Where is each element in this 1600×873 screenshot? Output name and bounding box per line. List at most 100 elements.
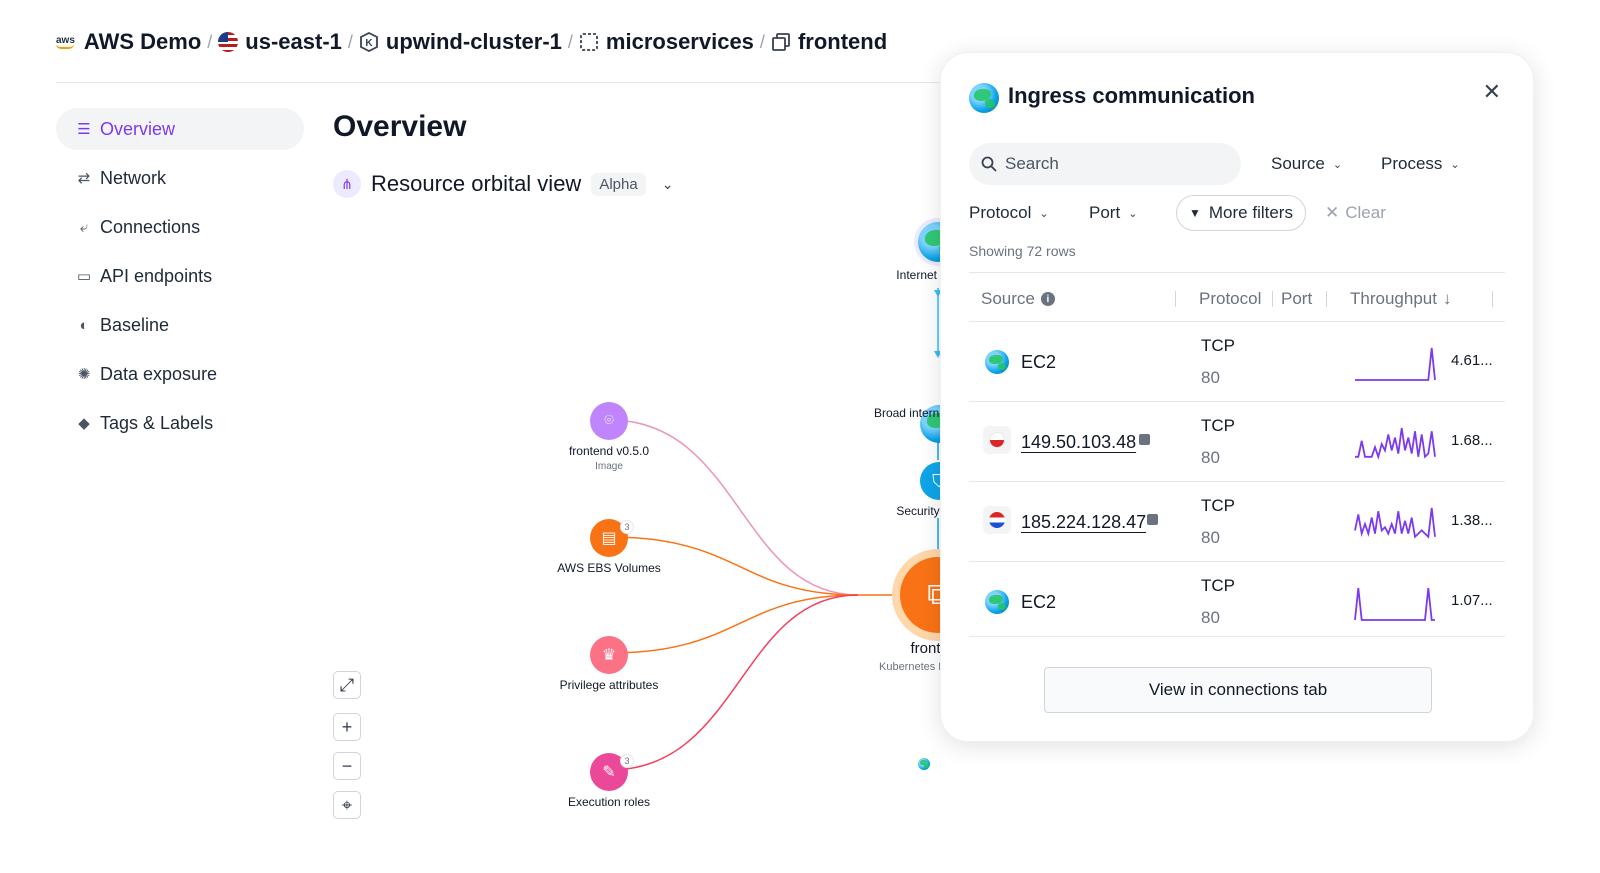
api-icon: ▭ [76, 268, 92, 285]
row-source-link[interactable]: 185.224.128.47 [1021, 512, 1147, 532]
breadcrumb-cluster-label: upwind-cluster-1 [385, 29, 562, 54]
view-in-connections-button[interactable]: View in connections tab [1044, 667, 1432, 713]
table-row[interactable]: EC2 TCP 80 1.07... [969, 561, 1505, 637]
column-separator [1272, 291, 1273, 307]
sidebar-item-label: Overview [100, 118, 176, 139]
breadcrumb-separator: / [347, 31, 353, 52]
namespace-icon [580, 33, 598, 51]
protocol-filter-label: Protocol [969, 203, 1032, 222]
breadcrumb-account[interactable]: aws AWS Demo [56, 29, 201, 55]
column-port-label: Port [1281, 289, 1313, 308]
sidebar-item-overview[interactable]: ☰Overview [56, 108, 304, 150]
port-filter-dropdown[interactable]: Port⌄ [1089, 203, 1137, 223]
filter-icon: ▼ [1189, 206, 1201, 220]
external-link-icon[interactable] [1147, 514, 1158, 525]
sidebar-item-data-exposure[interactable]: ✺Data exposure [56, 353, 304, 395]
sidebar-item-network[interactable]: ⇄Network [56, 157, 304, 199]
search-icon [981, 156, 997, 172]
source-filter-dropdown[interactable]: Source⌄ [1271, 154, 1342, 174]
header-divider [56, 82, 956, 83]
chevron-down-icon: ⌄ [1039, 207, 1049, 220]
orbital-view-title: Resource orbital view [371, 171, 582, 196]
clear-filters-button[interactable]: ✕ Clear [1325, 203, 1386, 223]
ingress-panel: Ingress communication ✕ Source⌄ Process⌄… [940, 52, 1534, 742]
sidebar: ☰Overview ⇄Network ⤶Connections ▭ API end… [56, 108, 304, 451]
center-view-button[interactable]: ⌖ [333, 791, 361, 819]
close-icon: ✕ [1325, 203, 1340, 222]
sidebar-item-connections[interactable]: ⤶Connections [56, 206, 304, 248]
row-source-link[interactable]: 149.50.103.48 [1021, 432, 1137, 452]
column-header-port[interactable]: Port [1281, 289, 1312, 309]
row-protocol: TCP [1201, 576, 1235, 595]
node-label-execution-roles: Execution roles [567, 795, 651, 809]
fit-view-button[interactable]: ⤢ [333, 671, 361, 699]
table-row[interactable]: EC2 TCP 80 4.61... [969, 321, 1505, 401]
search-field[interactable] [969, 143, 1241, 185]
row-source: EC2 [1021, 352, 1057, 372]
sidebar-item-label: Connections [100, 216, 201, 237]
globe-icon [918, 758, 930, 770]
chevron-down-icon: ⌄ [1332, 158, 1343, 171]
orbital-view-header[interactable]: ⋔ Resource orbital view Alpha ⌄ [333, 170, 673, 198]
aws-logo-icon: aws [56, 35, 75, 49]
node-label-frontend-image: frontend v0.5.0 [568, 444, 650, 458]
breadcrumb-resource[interactable]: frontend [771, 29, 887, 55]
breadcrumb-separator: / [759, 31, 765, 52]
breadcrumb-separator: / [207, 31, 213, 52]
breadcrumb-region[interactable]: us-east-1 [218, 29, 342, 55]
breadcrumb-region-label: us-east-1 [245, 29, 342, 54]
breadcrumb-account-label: AWS Demo [83, 29, 202, 54]
row-throughput: 1.68... [1451, 432, 1493, 449]
rows-count: Showing 72 rows [969, 243, 1076, 259]
close-button[interactable]: ✕ [1482, 79, 1501, 104]
chevron-down-icon: ⌄ [1128, 207, 1138, 220]
protocol-filter-dropdown[interactable]: Protocol ⌄ [969, 203, 1049, 223]
globe-icon [969, 83, 999, 113]
column-source-label: Source [981, 289, 1035, 308]
orbital-icon: ⋔ [333, 170, 361, 198]
chevron-down-icon: ⌄ [1450, 158, 1460, 171]
row-source: EC2 [1021, 592, 1057, 612]
node-label-ebs-volumes: AWS EBS Volumes [557, 561, 661, 575]
globe-icon [985, 350, 1009, 374]
row-throughput: 4.61... [1451, 352, 1493, 369]
breadcrumb-namespace[interactable]: microservices [579, 29, 754, 55]
globe-icon [985, 590, 1009, 614]
svg-text:K: K [365, 38, 373, 49]
column-header-protocol[interactable]: Protocol [1199, 289, 1261, 309]
sort-desc-icon[interactable]: ↓ [1442, 289, 1452, 308]
more-filters-label: More filters [1208, 203, 1293, 222]
sidebar-item-label: Tags & Labels [100, 412, 214, 433]
alpha-badge: Alpha [591, 172, 646, 196]
throughput-sparkline [1355, 347, 1436, 381]
info-icon[interactable]: i [1040, 292, 1055, 306]
throughput-sparkline [1355, 427, 1436, 460]
sidebar-item-label: Network [100, 167, 167, 188]
more-filters-button[interactable]: ▼ More filters [1176, 195, 1306, 231]
image-icon[interactable]: ⌾ [590, 402, 628, 440]
row-protocol: TCP [1201, 496, 1235, 515]
breadcrumb-cluster[interactable]: K upwind-cluster-1 [359, 29, 562, 55]
panel-title: Ingress communication [1008, 83, 1255, 108]
breadcrumb-resource-label: frontend [797, 29, 888, 54]
column-header-throughput[interactable]: Throughput↓ [1350, 289, 1451, 309]
clear-label: Clear [1345, 203, 1386, 222]
chevron-down-icon[interactable]: ⌄ [661, 175, 674, 192]
zoom-out-button[interactable]: − [333, 752, 361, 780]
external-link-icon[interactable] [1139, 434, 1150, 445]
table-row[interactable]: 185.224.128.47 TCP 80 1.38... [969, 481, 1505, 561]
sidebar-item-label: API endpoints [100, 265, 213, 286]
column-protocol-label: Protocol [1199, 289, 1262, 308]
sidebar-item-baseline[interactable]: ◐Baseline [56, 304, 304, 346]
crown-icon[interactable]: ♛ [590, 636, 628, 674]
zoom-in-button[interactable]: + [333, 713, 361, 741]
node-sub-image: Image [595, 461, 623, 472]
sidebar-item-tags-labels[interactable]: ◆Tags & Labels [56, 402, 304, 444]
sidebar-item-api-endpoints[interactable]: ▭ API endpoints [56, 255, 304, 297]
table-row[interactable]: 149.50.103.48 TCP 80 1.68... [969, 401, 1505, 481]
data-icon: ✺ [77, 366, 91, 383]
search-input[interactable] [1005, 154, 1225, 174]
column-separator [1326, 291, 1327, 307]
process-filter-dropdown[interactable]: Process⌄ [1381, 154, 1460, 174]
